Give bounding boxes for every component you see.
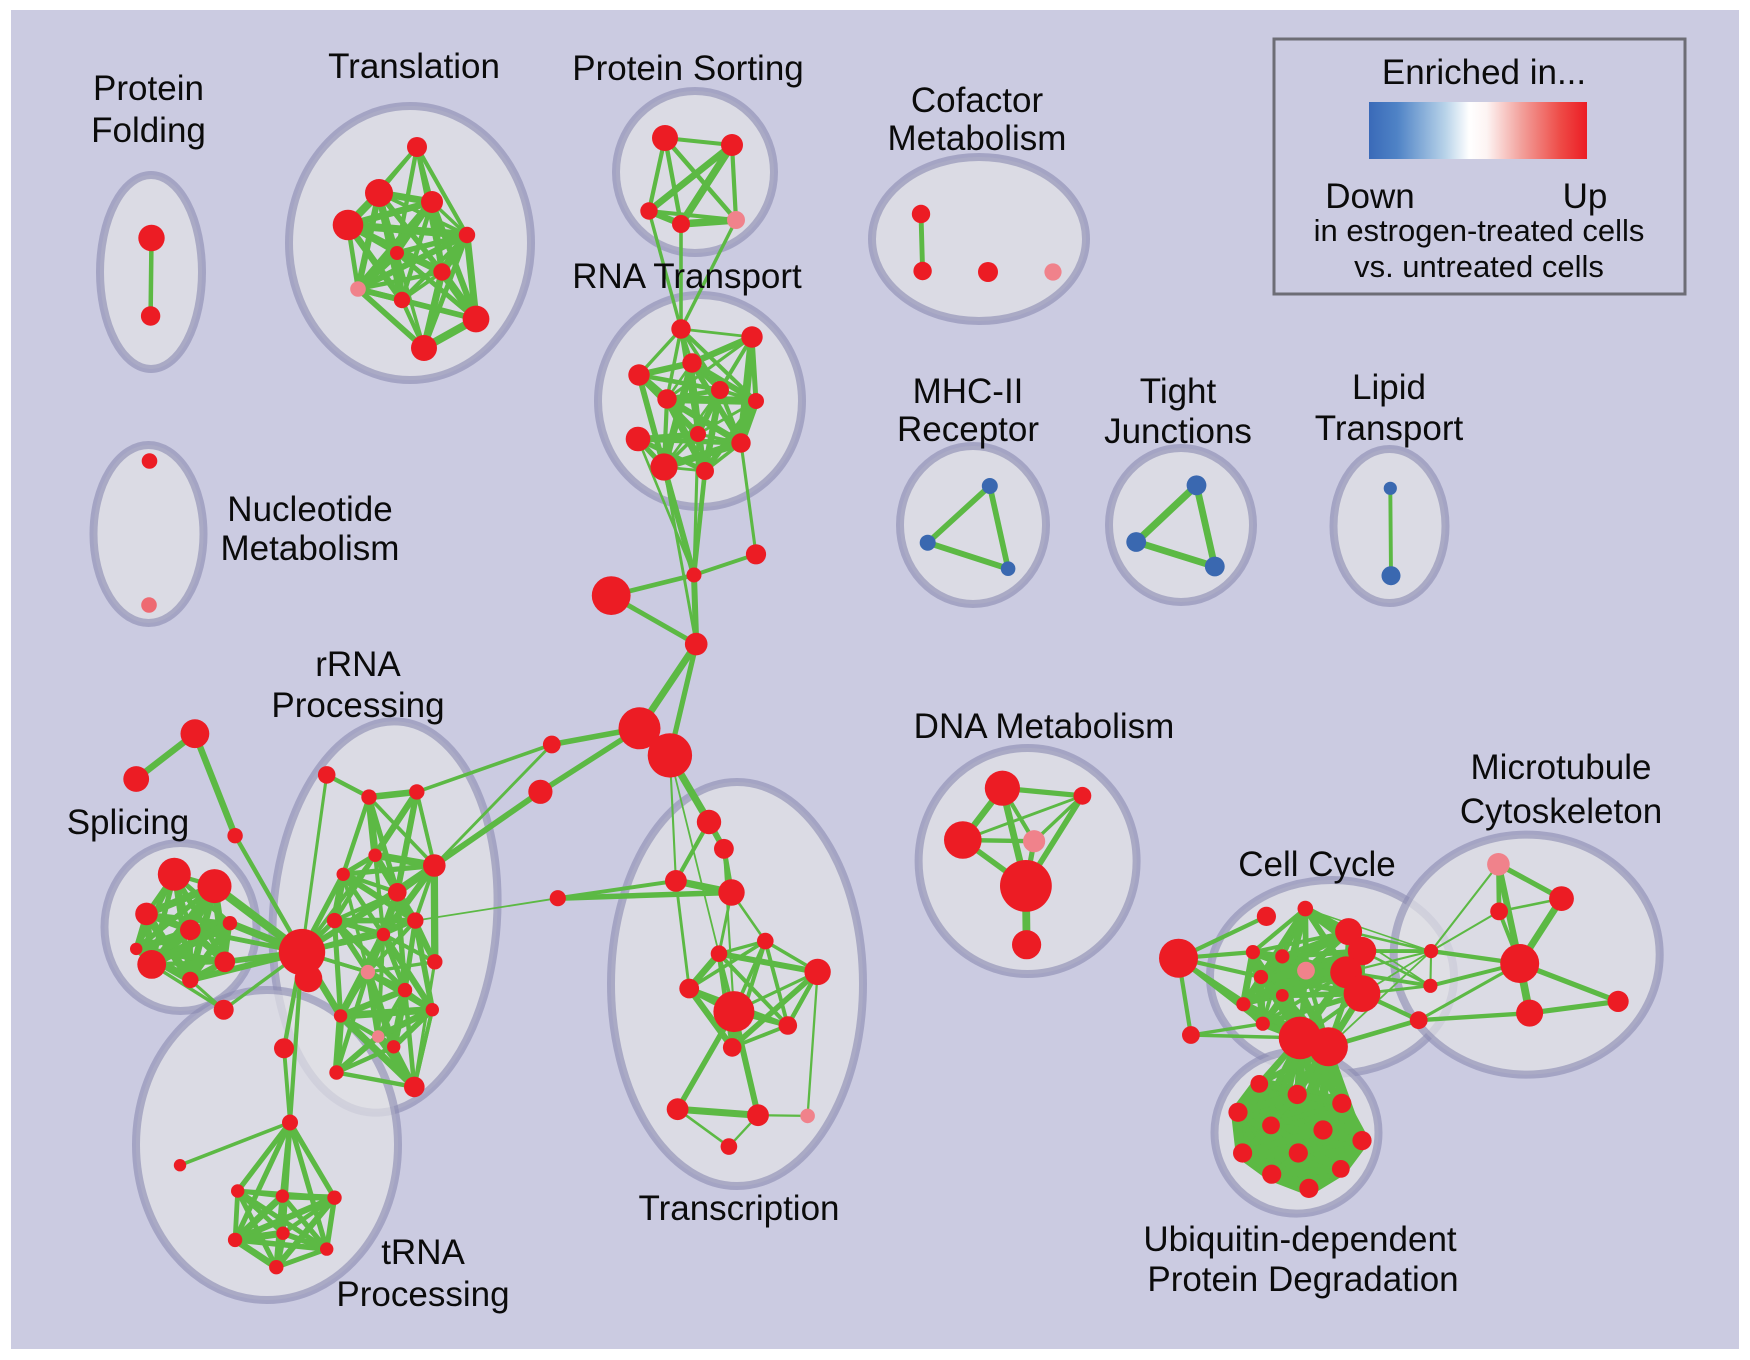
svg-text:Cytoskeleton: Cytoskeleton xyxy=(1460,792,1662,831)
svg-text:Protein Degradation: Protein Degradation xyxy=(1147,1260,1458,1299)
svg-text:Protein Sorting: Protein Sorting xyxy=(572,49,804,88)
svg-text:Enriched in...: Enriched in... xyxy=(1382,53,1586,92)
svg-text:tRNA: tRNA xyxy=(381,1233,465,1272)
svg-text:RNA Transport: RNA Transport xyxy=(572,257,802,296)
svg-text:Down: Down xyxy=(1325,177,1414,216)
svg-text:Transport: Transport xyxy=(1315,409,1464,448)
svg-text:Receptor: Receptor xyxy=(897,410,1039,449)
svg-text:Junctions: Junctions xyxy=(1104,412,1252,451)
svg-text:Cofactor: Cofactor xyxy=(911,81,1044,120)
svg-text:rRNA: rRNA xyxy=(315,645,401,684)
svg-text:in estrogen-treated cells: in estrogen-treated cells xyxy=(1314,213,1645,248)
svg-text:Ubiquitin-dependent: Ubiquitin-dependent xyxy=(1143,1220,1457,1259)
svg-text:Translation: Translation xyxy=(328,47,500,86)
svg-text:Up: Up xyxy=(1563,177,1608,216)
svg-text:Nucleotide: Nucleotide xyxy=(227,490,392,529)
svg-text:vs. untreated cells: vs. untreated cells xyxy=(1354,249,1604,284)
svg-text:Folding: Folding xyxy=(91,111,206,150)
svg-text:MHC-II: MHC-II xyxy=(913,372,1024,411)
svg-text:Processing: Processing xyxy=(271,686,444,725)
svg-text:Splicing: Splicing xyxy=(67,803,190,842)
svg-text:Transcription: Transcription xyxy=(639,1189,840,1228)
svg-text:Metabolism: Metabolism xyxy=(888,119,1067,158)
svg-text:Protein: Protein xyxy=(93,69,204,108)
svg-text:Microtubule: Microtubule xyxy=(1471,748,1652,787)
svg-text:Metabolism: Metabolism xyxy=(221,529,400,568)
svg-text:Tight: Tight xyxy=(1140,372,1217,411)
svg-text:Lipid: Lipid xyxy=(1352,368,1426,407)
svg-text:DNA Metabolism: DNA Metabolism xyxy=(914,707,1175,746)
svg-text:Cell Cycle: Cell Cycle xyxy=(1238,845,1396,884)
svg-text:Processing: Processing xyxy=(336,1275,509,1314)
